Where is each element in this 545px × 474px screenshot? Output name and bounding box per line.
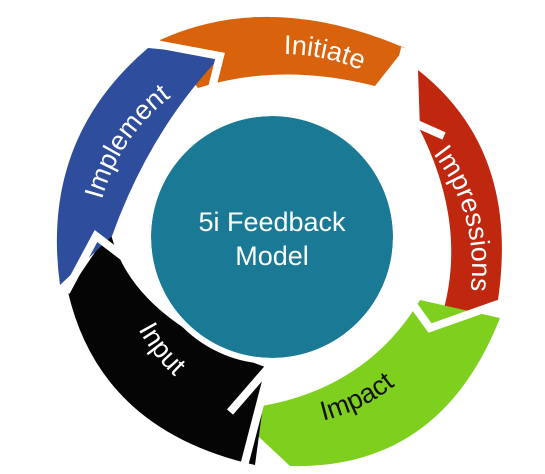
- center-title-line-2: Model: [235, 241, 309, 271]
- segment-impact: [230, 300, 500, 467]
- segment-input: [68, 230, 268, 465]
- center-circle: [151, 116, 393, 358]
- center-title-line-1: 5i Feedback: [198, 207, 346, 237]
- segment-initiate: [160, 16, 405, 88]
- segment-dividers: [62, 40, 500, 468]
- center-circle-edge: [145, 110, 399, 364]
- segment-implement: [56, 48, 222, 285]
